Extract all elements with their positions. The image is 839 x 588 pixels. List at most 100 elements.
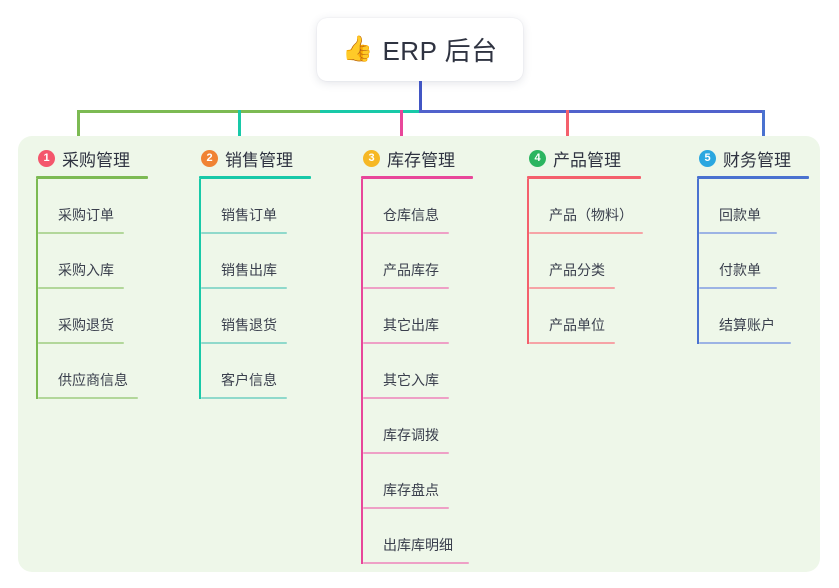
branch-column-5: 5 财务管理 回款单 付款单 结算账户 — [697, 146, 809, 344]
leaf-label: 库存盘点 — [383, 482, 439, 498]
drop-to-inventory — [400, 110, 403, 155]
bar-segment-blue — [419, 110, 764, 113]
branch-badge-2: 2 — [201, 149, 218, 167]
branch-rule-3 — [361, 176, 473, 179]
leaf-list-3: 仓库信息 产品库存 其它出库 其它入库 库存调拨 库存盘点 — [361, 179, 473, 564]
branch-title-2: 销售管理 — [225, 150, 293, 170]
leaf-underline — [38, 287, 124, 289]
leaf-underline — [363, 342, 449, 344]
leaf-underline — [699, 287, 777, 289]
leaf-label: 产品（物料） — [549, 207, 633, 223]
leaf-label: 结算账户 — [719, 317, 775, 333]
leaf-underline — [699, 232, 777, 234]
drop-to-product — [566, 110, 569, 155]
root-stem — [419, 81, 422, 111]
leaf-label: 供应商信息 — [58, 372, 128, 388]
leaf-label: 付款单 — [719, 262, 761, 278]
branch-header-1[interactable]: 1 采购管理 — [36, 146, 148, 170]
leaf-label: 销售出库 — [221, 262, 277, 278]
leaf-item[interactable]: 销售退货 — [199, 289, 311, 344]
branch-rule-2 — [199, 176, 311, 179]
leaf-label: 采购订单 — [58, 207, 114, 223]
branch-column-1: 1 采购管理 采购订单 采购入库 采购退货 供应商信息 — [36, 146, 148, 399]
leaf-label: 销售订单 — [221, 207, 277, 223]
leaf-item[interactable]: 产品分类 — [527, 234, 641, 289]
branch-title-1: 采购管理 — [62, 150, 130, 170]
branch-header-4[interactable]: 4 产品管理 — [527, 146, 641, 170]
leaf-underline — [363, 397, 449, 399]
leaf-label: 回款单 — [719, 207, 761, 223]
leaf-label: 产品库存 — [383, 262, 439, 278]
leaf-item[interactable]: 采购退货 — [36, 289, 148, 344]
leaf-item[interactable]: 结算账户 — [697, 289, 809, 344]
leaf-item[interactable]: 回款单 — [697, 179, 809, 234]
leaf-item[interactable]: 采购订单 — [36, 179, 148, 234]
root-title: ERP 后台 — [382, 36, 498, 66]
branch-badge-3: 3 — [363, 149, 380, 167]
drop-to-purchasing — [77, 110, 80, 155]
leaf-item[interactable]: 其它出库 — [361, 289, 473, 344]
leaf-item[interactable]: 销售出库 — [199, 234, 311, 289]
leaf-label: 仓库信息 — [383, 207, 439, 223]
leaf-underline — [529, 287, 615, 289]
branch-rule-4 — [527, 176, 641, 179]
branch-column-4: 4 产品管理 产品（物料） 产品分类 产品单位 — [527, 146, 643, 344]
branch-header-5[interactable]: 5 财务管理 — [697, 146, 809, 170]
leaf-item[interactable]: 出库库明细 — [361, 509, 473, 564]
leaf-label: 产品单位 — [549, 317, 605, 333]
leaf-underline — [38, 397, 138, 399]
leaf-underline — [363, 287, 449, 289]
leaf-list-1: 采购订单 采购入库 采购退货 供应商信息 — [36, 179, 148, 399]
leaf-underline — [201, 342, 287, 344]
root-node[interactable]: 👍 ERP 后台 — [317, 18, 523, 81]
leaf-list-5: 回款单 付款单 结算账户 — [697, 179, 809, 344]
leaf-underline — [699, 342, 791, 344]
branch-rule-1 — [36, 176, 148, 179]
branch-badge-4: 4 — [529, 149, 546, 167]
leaf-item[interactable]: 库存盘点 — [361, 454, 473, 509]
leaf-underline — [529, 232, 643, 234]
leaf-item[interactable]: 仓库信息 — [361, 179, 473, 234]
leaf-underline — [201, 232, 287, 234]
drop-to-finance — [762, 110, 765, 155]
leaf-underline — [38, 342, 124, 344]
leaf-underline — [38, 232, 124, 234]
branch-title-3: 库存管理 — [387, 150, 455, 170]
branch-badge-5: 5 — [699, 149, 716, 167]
branch-badge-1: 1 — [38, 149, 55, 167]
leaf-spine-5 — [697, 179, 699, 344]
branch-header-2[interactable]: 2 销售管理 — [199, 146, 311, 170]
leaf-item[interactable]: 产品（物料） — [527, 179, 643, 234]
leaf-underline — [363, 452, 449, 454]
leaf-spine-3 — [361, 179, 363, 564]
leaf-item[interactable]: 产品库存 — [361, 234, 473, 289]
leaf-label: 销售退货 — [221, 317, 277, 333]
leaf-underline — [363, 232, 449, 234]
drop-to-sales — [238, 110, 241, 155]
leaf-label: 采购退货 — [58, 317, 114, 333]
leaf-spine-2 — [199, 179, 201, 399]
leaf-underline — [529, 342, 615, 344]
leaf-item[interactable]: 产品单位 — [527, 289, 641, 344]
leaf-item[interactable]: 客户信息 — [199, 344, 311, 399]
leaf-spine-4 — [527, 179, 529, 344]
leaf-label: 其它出库 — [383, 317, 439, 333]
leaf-item[interactable]: 其它入库 — [361, 344, 473, 399]
leaf-item[interactable]: 供应商信息 — [36, 344, 148, 399]
branch-column-2: 2 销售管理 销售订单 销售出库 销售退货 客户信息 — [199, 146, 311, 399]
branch-header-3[interactable]: 3 库存管理 — [361, 146, 473, 170]
diagram-panel — [18, 136, 820, 572]
leaf-item[interactable]: 库存调拨 — [361, 399, 473, 454]
leaf-item[interactable]: 销售订单 — [199, 179, 311, 234]
leaf-label: 采购入库 — [58, 262, 114, 278]
leaf-underline — [201, 397, 287, 399]
leaf-list-2: 销售订单 销售出库 销售退货 客户信息 — [199, 179, 311, 399]
leaf-label: 库存调拨 — [383, 427, 439, 443]
leaf-label: 出库库明细 — [383, 537, 453, 553]
leaf-item[interactable]: 付款单 — [697, 234, 809, 289]
leaf-spine-1 — [36, 179, 38, 399]
leaf-item[interactable]: 采购入库 — [36, 234, 148, 289]
leaf-underline — [201, 287, 287, 289]
branch-title-5: 财务管理 — [723, 150, 791, 170]
